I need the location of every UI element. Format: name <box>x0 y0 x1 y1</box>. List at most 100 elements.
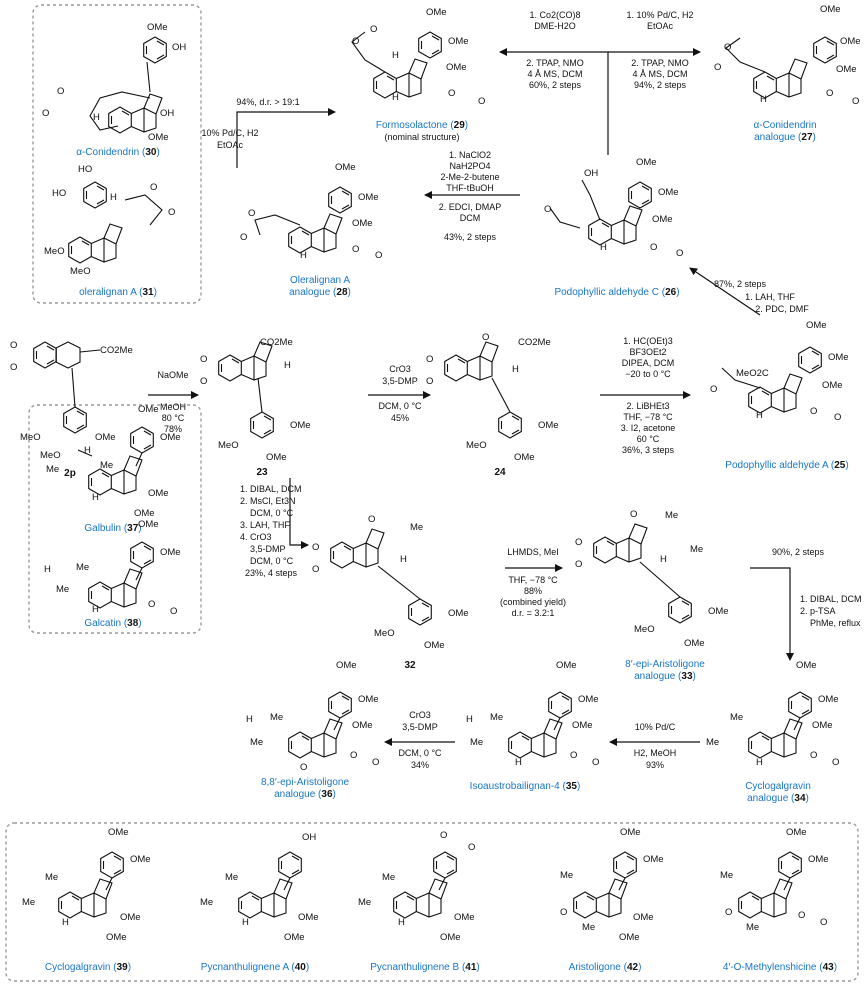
atom-label: OMe <box>808 854 829 865</box>
structure-40: OH Me Me H OMe OMe <box>200 832 319 943</box>
condition-line: 87%, 2 steps <box>714 279 767 289</box>
atom-label: Me <box>746 922 759 933</box>
compound-name: Cyclogalgravin <box>745 781 811 792</box>
condition-line: 2-Me-2-butene <box>440 172 499 182</box>
atom-label: H <box>392 50 399 61</box>
compound-label-36: 8,8′-epi-Aristoligone <box>261 777 349 788</box>
atom-label: H <box>93 112 100 123</box>
condition-line: 23%, 4 steps <box>245 568 298 578</box>
compound-name: Pycnanthulignene B <box>370 962 459 973</box>
atom-label: O <box>42 108 49 119</box>
atom-label: OMe <box>636 157 657 168</box>
natural-products-box-bottom <box>5 822 859 982</box>
atom-label: O <box>148 599 155 610</box>
compound-number: 30 <box>145 147 157 158</box>
condition-line: DCM, 0 °C <box>398 748 442 758</box>
atom-label: Me <box>706 737 719 748</box>
atom-label: Me <box>45 872 58 883</box>
condition-line: 94%, 2 steps <box>634 80 687 90</box>
atom-label: O <box>560 907 567 918</box>
atom-label: OMe <box>572 720 593 731</box>
compound-number: 28 <box>336 287 348 298</box>
compound-label-27: α-Conidendrin <box>753 120 816 131</box>
atom-label: OMe <box>514 452 535 463</box>
atom-label: O <box>352 36 359 47</box>
condition-line: DCM, 0 °C <box>250 508 294 518</box>
structure-37: OMe OMe H Me Me H OMe OMe <box>46 404 181 519</box>
atom-label: O <box>724 42 731 53</box>
conditions-r13: CrO3 3,5-DMP DCM, 0 °C 34% <box>398 710 442 770</box>
atom-label: O <box>832 757 839 768</box>
compound-suffix: analogue <box>747 793 789 804</box>
condition-line: NaOMe <box>157 370 188 380</box>
atom-label: OMe <box>448 608 469 619</box>
compound-label-25: Podophyllic aldehyde A (25) <box>725 460 848 471</box>
atom-label: O <box>810 406 817 417</box>
compound-number: 27 <box>801 132 813 143</box>
compound-name: Podophyllic aldehyde A <box>725 460 829 471</box>
condition-line: BF3OEt2 <box>629 347 666 357</box>
atom-label: OMe <box>284 932 305 943</box>
compound-number: 40 <box>295 962 307 973</box>
compound-name: Pycnanthulignene A <box>201 962 290 973</box>
condition-line: DCM <box>460 213 481 223</box>
atom-label: HO <box>78 164 92 175</box>
arrow-28-to-29 <box>236 108 336 168</box>
atom-label: OMe <box>820 4 841 15</box>
condition-line: PhMe, reflux <box>810 618 861 628</box>
atom-label: OMe <box>652 214 673 225</box>
atom-label: OMe <box>130 854 151 865</box>
compound-label-30: α-Conidendrin (30) <box>76 147 160 158</box>
structure-36: OMe OMe OMe H Me Me O O O <box>246 660 379 773</box>
atom-label: Me <box>470 737 483 748</box>
atom-label: H <box>284 360 291 371</box>
structure-24: O CO2Me H O O MeO OMe OMe <box>426 332 559 463</box>
atom-label: CO2Me <box>260 337 293 348</box>
atom-label: HO <box>52 188 66 199</box>
compound-name: 8′-epi-Aristoligone <box>625 659 705 670</box>
condition-line: CrO3 <box>409 710 431 720</box>
natural-products-box-middle <box>28 404 202 634</box>
condition-line: DCM, 0 °C <box>378 401 422 411</box>
compound-number-23: 23 <box>256 467 268 478</box>
atom-label: H <box>242 917 249 928</box>
conditions-r4: 87%, 2 steps 1. LAH, THF 2. PDC, DMF <box>714 279 809 314</box>
atom-label: H <box>300 250 307 261</box>
atom-label: O <box>798 910 805 921</box>
atom-label: OMe <box>138 404 159 415</box>
compound-suffix: analogue <box>634 671 676 682</box>
arrow-33-to-34 <box>750 567 794 661</box>
condition-line: 80 °C <box>162 413 185 423</box>
atom-label: O <box>676 248 683 259</box>
compound-number: 39 <box>117 962 129 973</box>
atom-label: O <box>810 750 817 761</box>
atom-label: H <box>398 917 405 928</box>
condition-line: (combined yield) <box>500 597 566 607</box>
atom-label: O <box>248 208 255 219</box>
atom-label: O <box>820 917 827 928</box>
atom-label: OMe <box>160 547 181 558</box>
compound-name: Isoaustrobailignan-4 <box>470 781 560 792</box>
atom-label: Me <box>225 872 238 883</box>
atom-label: OMe <box>633 912 654 923</box>
compound-name: oleralignan A <box>79 287 137 298</box>
compound-label-28: Oleralignan A <box>290 275 350 286</box>
atom-label: Me <box>22 897 35 908</box>
atom-label: Me <box>76 562 89 573</box>
compound-label-34-b: analogue (34) <box>747 793 809 804</box>
condition-line: 2. EDCI, DMAP <box>439 202 502 212</box>
compound-number: 33 <box>681 671 693 682</box>
atom-label: Me <box>46 464 59 475</box>
atom-label: Me <box>582 922 595 933</box>
atom-label: H <box>760 94 767 105</box>
arrow-23-to-32 <box>289 478 309 549</box>
atom-label: O <box>200 354 207 365</box>
condition-line: 93% <box>646 760 664 770</box>
compound-label-39: Cyclogalgravin (39) <box>45 962 131 973</box>
atom-label: OMe <box>336 660 357 671</box>
structure-30: OMe OH OH OMe O O H <box>42 22 186 143</box>
structure-32: O Me H O O MeO OMe OMe <box>312 514 469 651</box>
atom-label: H <box>246 714 253 725</box>
conditions-r1: NaOMe MeOH 80 °C 78% <box>157 370 188 434</box>
